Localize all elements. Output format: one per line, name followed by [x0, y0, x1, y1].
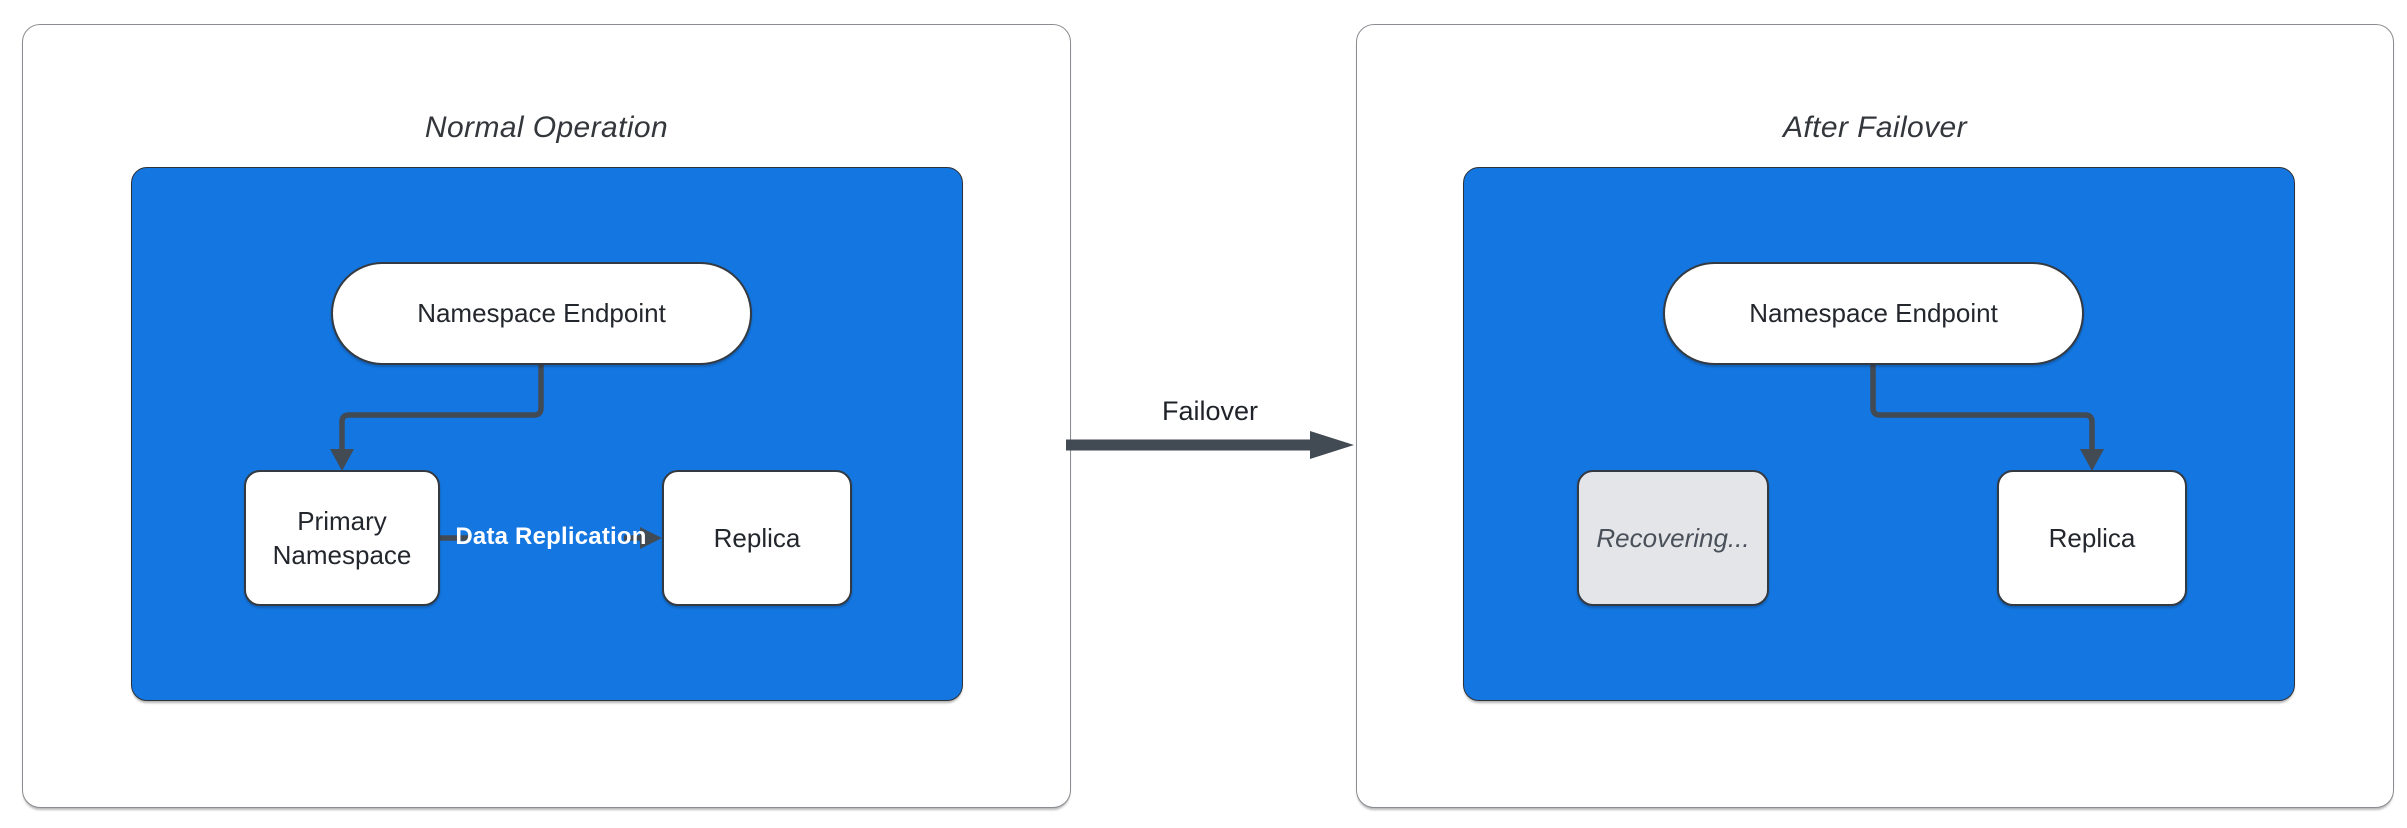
node-namespace-endpoint-label: Namespace Endpoint [417, 298, 666, 329]
panel-after-failover: After Failover Namespace Endpoint Recove… [1356, 24, 2394, 808]
data-replication-label: Data Replication [455, 523, 647, 550]
cluster-normal-operation: Namespace Endpoint Primary Namespace Rep… [131, 167, 963, 701]
failover-arrow [1066, 431, 1354, 459]
node-namespace-endpoint-failover-label: Namespace Endpoint [1749, 298, 1998, 329]
node-replica-normal-label: Replica [713, 522, 801, 553]
endpoint-to-replica-connector [1870, 365, 2095, 454]
panel-normal-operation: Normal Operation Namespace Endpoint Prim… [22, 24, 1071, 808]
node-namespace-endpoint: Namespace Endpoint [331, 262, 752, 365]
node-recovering-label: Recovering... [1596, 522, 1750, 553]
panel-title-normal-operation: Normal Operation [424, 111, 669, 144]
cluster-after-failover: Namespace Endpoint Recovering... Replica [1463, 167, 2295, 701]
failover-label: Failover [1161, 396, 1259, 426]
node-namespace-endpoint-failover: Namespace Endpoint [1663, 262, 2084, 365]
node-replica-failover: Replica [1997, 470, 2187, 606]
node-primary-namespace: Primary Namespace [244, 470, 440, 606]
endpoint-to-primary-connector [339, 365, 544, 454]
node-primary-namespace-label: Primary Namespace [272, 505, 412, 570]
node-replica-normal: Replica [662, 470, 852, 606]
connector-layer [330, 365, 662, 549]
panel-title-after-failover: After Failover [1783, 111, 1967, 144]
endpoint-to-replica-arrowhead [2080, 449, 2104, 471]
connector-layer [1870, 365, 2104, 471]
node-replica-failover-label: Replica [2048, 522, 2136, 553]
node-recovering: Recovering... [1577, 470, 1769, 606]
endpoint-to-primary-arrowhead [330, 449, 354, 471]
failover-arrowhead [1310, 431, 1354, 459]
failover-transition: Failover [1062, 396, 1358, 482]
